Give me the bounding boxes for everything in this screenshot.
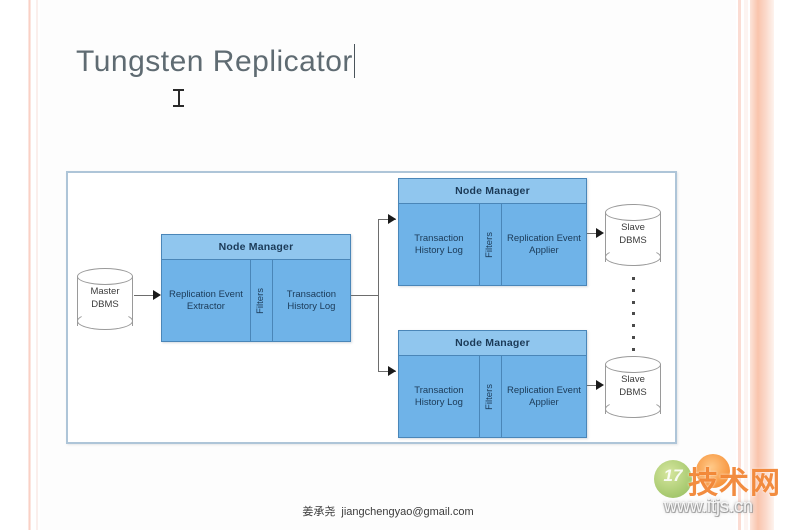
arrowhead-master-db-to-node: [153, 290, 161, 300]
slave-1-cell-filters: Filters: [478, 204, 501, 285]
slave-2-cell-transaction-history-log: Transaction History Log: [414, 384, 464, 408]
architecture-diagram: Master DBMS Node Manager Replication Eve…: [66, 171, 677, 444]
page-edge-left-faint: [36, 0, 38, 530]
page-title[interactable]: Tungsten Replicator: [76, 44, 355, 79]
slave-2-dbms-label: Slave DBMS: [619, 374, 647, 398]
footer-author-name: 姜承尧: [302, 506, 336, 518]
slave-2-dbms-cylinder: Slave DBMS: [605, 356, 661, 422]
master-filters-label: Filters: [255, 287, 267, 314]
slave-1-filters-label: Filters: [484, 231, 496, 258]
arrowhead-slave-2-to-db: [596, 380, 604, 390]
node-manager-slave-2: Node Manager Transaction History Log Fil…: [398, 330, 587, 438]
slide-footer: 姜承尧 jiangchengyao@gmail.com: [40, 503, 736, 519]
node-manager-slave-2-title: Node Manager: [399, 331, 586, 356]
connector-slave-1-to-db: [587, 233, 599, 234]
connector-to-slave-2: [378, 371, 396, 372]
master-dbms-label: Master DBMS: [90, 286, 120, 310]
connector-split-vertical: [378, 219, 379, 371]
text-caret: [353, 44, 355, 78]
connector-to-slave-1: [378, 219, 396, 220]
node-manager-slave-1-title: Node Manager: [399, 179, 586, 204]
slave-ellipsis-dots-icon: [630, 277, 636, 351]
master-cell-filters: Filters: [249, 260, 272, 341]
slave-2-cell-replication-event-applier: Replication Event Applier: [500, 356, 586, 437]
arrowhead-to-slave-1: [388, 214, 396, 224]
master-cell-replication-event-extractor: Replication Event Extractor: [168, 288, 243, 312]
page-edge-left-line: [28, 0, 31, 530]
footer-email: jiangchengyao@gmail.com: [341, 506, 474, 518]
node-manager-slave-1: Node Manager Transaction History Log Fil…: [398, 178, 587, 286]
slave-2-filters-label: Filters: [484, 383, 496, 410]
connector-master-db-to-node: [134, 295, 156, 296]
page-title-text: Tungsten Replicator: [76, 45, 353, 78]
master-dbms-cylinder: Master DBMS: [77, 268, 133, 334]
connector-master-out: [351, 295, 378, 296]
text-ibeam-cursor-icon: [173, 88, 184, 108]
slave-1-dbms-cylinder: Slave DBMS: [605, 204, 661, 270]
arrowhead-to-slave-2: [388, 366, 396, 376]
master-cell-transaction-history-log: Transaction History Log: [271, 260, 350, 341]
slave-1-cell-replication-event-applier: Replication Event Applier: [500, 204, 586, 285]
slave-1-dbms-label: Slave DBMS: [619, 222, 647, 246]
slave-1-cell-transaction-history-log: Transaction History Log: [414, 232, 464, 256]
page-edge-right-thin: [738, 0, 741, 530]
page-edge-right-wide: [750, 0, 774, 530]
slave-2-cell-filters: Filters: [478, 356, 501, 437]
connector-slave-2-to-db: [587, 385, 599, 386]
arrowhead-slave-1-to-db: [596, 228, 604, 238]
page-edge-right-gap: [744, 0, 748, 530]
slide-canvas: Tungsten Replicator Master DBMS Node Man…: [40, 0, 736, 530]
node-manager-master: Node Manager Replication Event Extractor…: [161, 234, 351, 342]
node-manager-master-title: Node Manager: [162, 235, 350, 260]
